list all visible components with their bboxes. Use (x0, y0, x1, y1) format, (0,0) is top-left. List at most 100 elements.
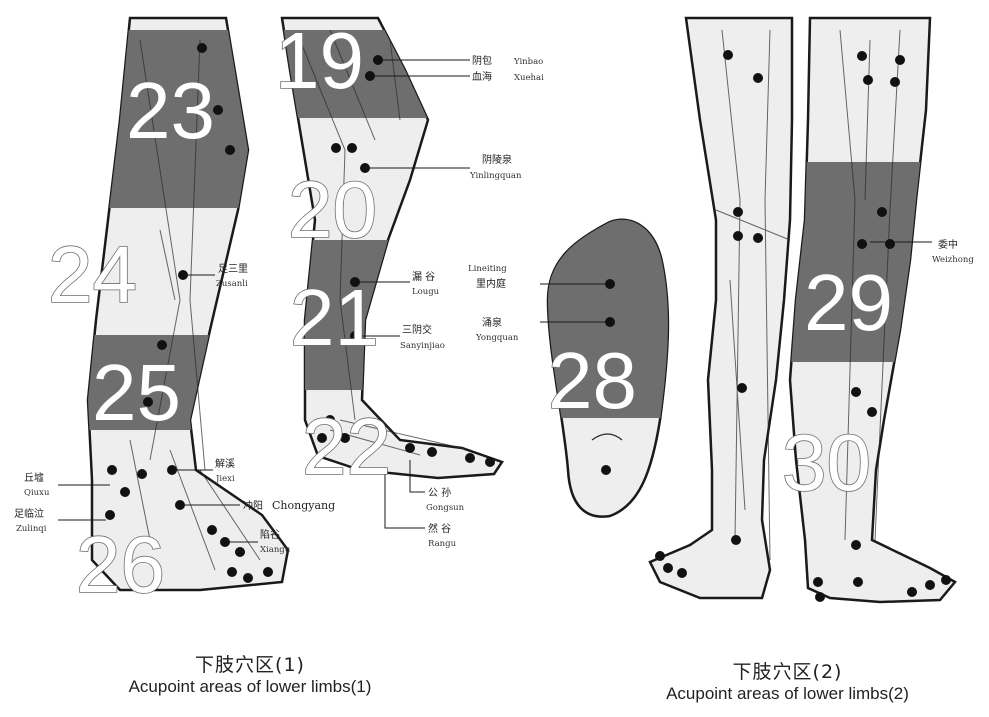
point-marker (227, 567, 237, 577)
point-marker (857, 239, 867, 249)
leg-back-left (650, 18, 792, 598)
label-yongquan-cn: 涌泉 (482, 316, 502, 329)
point-marker (427, 447, 437, 457)
label-xiangu-en: Xiangu (260, 545, 291, 555)
label-sanyinjiao-cn: 三阴交 (402, 323, 432, 336)
point-marker (857, 51, 867, 61)
label-zulinqi-cn: 足临泣 (14, 507, 44, 520)
label-chongyang-cn: 冲阳 (243, 499, 263, 512)
point-marker (175, 500, 185, 510)
label-lineiting-cn: 里内庭 (476, 277, 506, 290)
label-lineiting-en: Lineiting (468, 264, 507, 274)
label-zulinqi-en: Zulinqi (16, 524, 47, 534)
label-sanyinjiao-en: Sanyinjiao (400, 341, 445, 351)
label-yinbao-en: Yinbao (513, 57, 543, 67)
point-marker (347, 143, 357, 153)
label-xuehai-en: Xuehai (514, 73, 544, 83)
zone-number-25: 25 (92, 348, 181, 437)
point-marker (235, 547, 245, 557)
caption-2-english: Acupoint areas of lower limbs(2) (605, 684, 970, 704)
zone-number-23: 23 (126, 66, 215, 155)
point-marker (465, 453, 475, 463)
label-xiangu-cn: 陷谷 (260, 528, 280, 541)
point-marker (655, 551, 665, 561)
point-marker (851, 387, 861, 397)
point-marker (365, 71, 375, 81)
zone-number-20: 20 (288, 165, 377, 254)
point-marker (813, 577, 823, 587)
point-marker (207, 525, 217, 535)
label-yinbao-cn: 阴包 (472, 54, 492, 67)
point-marker (677, 568, 687, 578)
point-marker (851, 540, 861, 550)
caption-1-chinese: 下肢穴区(1) (70, 650, 430, 677)
label-zusanli-cn: 足三里 (218, 263, 248, 275)
label-weizhong-en: Weizhong (932, 255, 974, 265)
point-marker (753, 73, 763, 83)
point-marker (373, 55, 383, 65)
point-marker (663, 563, 673, 573)
point-marker (605, 279, 615, 289)
caption-lower-limbs-2: 下肢穴区(2) Acupoint areas of lower limbs(2) (605, 657, 970, 704)
point-marker (605, 317, 615, 327)
point-marker (331, 143, 341, 153)
label-yinlingquan-en: Yinlingquan (469, 171, 522, 181)
point-marker (178, 270, 188, 280)
label-jiexi-en: Jiexi (215, 474, 235, 484)
point-marker (167, 465, 177, 475)
point-marker (120, 487, 130, 497)
point-marker (243, 573, 253, 583)
caption-1-english: Acupoint areas of lower limbs(1) (70, 677, 430, 697)
label-qiuxu-en: Qiuxu (24, 488, 50, 498)
point-marker (137, 469, 147, 479)
label-chongyang-en: Chongyang (272, 499, 335, 512)
point-marker (601, 465, 611, 475)
label-weizhong-cn: 委中 (938, 238, 958, 251)
zone-number-26: 26 (76, 520, 165, 609)
leader-rangu (385, 470, 425, 528)
point-marker (877, 207, 887, 217)
point-marker (723, 50, 733, 60)
point-marker (405, 443, 415, 453)
zone-number-30: 30 (782, 418, 871, 507)
point-marker (197, 43, 207, 53)
point-marker (863, 75, 873, 85)
zone-number-19: 19 (275, 16, 364, 105)
label-qiuxu-cn: 丘墟 (24, 471, 44, 484)
point-marker (485, 457, 495, 467)
zone-number-28: 28 (548, 336, 637, 425)
label-yongquan-en: Yongquan (475, 333, 519, 343)
point-marker (885, 239, 895, 249)
point-marker (733, 207, 743, 217)
point-marker (731, 535, 741, 545)
zone-number-21: 21 (290, 273, 379, 362)
point-marker (105, 510, 115, 520)
label-yinlingquan-cn: 阴陵泉 (482, 153, 512, 166)
label-gongsun-en: Gongsun (426, 503, 465, 513)
caption-lower-limbs-1: 下肢穴区(1) Acupoint areas of lower limbs(1) (70, 650, 430, 697)
label-lougu-en: Lougu (412, 287, 440, 297)
label-xuehai-cn: 血海 (472, 70, 492, 83)
zone-number-24: 24 (48, 230, 137, 319)
zone-number-22: 22 (302, 402, 391, 491)
label-gongsun-cn: 公 孙 (428, 486, 451, 499)
point-marker (907, 587, 917, 597)
point-marker (925, 580, 935, 590)
point-marker (737, 383, 747, 393)
point-marker (941, 575, 951, 585)
zone-number-29: 29 (804, 258, 893, 347)
point-marker (733, 231, 743, 241)
point-marker (867, 407, 877, 417)
point-marker (225, 145, 235, 155)
label-zusanli-en: Zusanli (216, 279, 248, 289)
point-marker (853, 577, 863, 587)
point-marker (815, 592, 825, 602)
point-marker (263, 567, 273, 577)
point-marker (107, 465, 117, 475)
caption-2-chinese: 下肢穴区(2) (605, 657, 970, 684)
label-rangu-en: Rangu (428, 539, 457, 549)
point-marker (895, 55, 905, 65)
point-marker (753, 233, 763, 243)
